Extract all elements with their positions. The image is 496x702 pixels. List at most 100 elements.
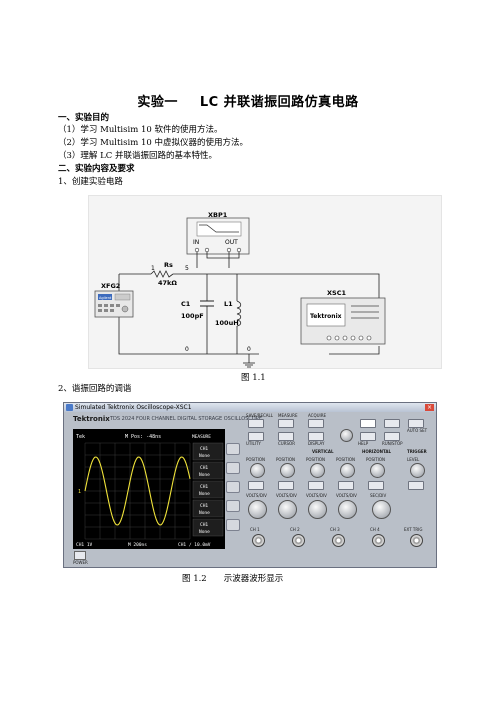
menu-button-2[interactable] — [226, 462, 240, 474]
run-stop-button[interactable] — [384, 419, 400, 428]
ch1-marker: 1 — [78, 489, 81, 495]
bode-in-label: IN — [193, 239, 199, 246]
screen-mpos: M Pos: -48ns — [125, 434, 161, 440]
horiz-menu-button[interactable] — [368, 481, 384, 490]
screen-measure-title: MEASURE — [192, 434, 211, 440]
trigger-section-label: TRIGGER — [407, 449, 427, 454]
ch4-input-connector[interactable] — [372, 534, 385, 547]
capacitor-c1 — [200, 300, 214, 316]
power-label: POWER — [73, 560, 88, 565]
menu-button-3[interactable] — [226, 481, 240, 493]
measure-val: None — [199, 491, 210, 497]
step-tuning: 2、谐振回路的调谐 — [58, 384, 132, 394]
title-subject: LC 并联谐振回路仿真电路 — [199, 95, 359, 110]
screen-tek-label: Tek — [76, 434, 85, 440]
figure-1-2-caption: 图 1.2 示波器波形显示 — [182, 574, 284, 584]
measure-ch: CH1 — [200, 446, 208, 452]
horizontal-position-label: POSITION — [366, 457, 386, 462]
scope-screen: Tek M Pos: -48ns MEASURE 1 CH1 None CH1 … — [73, 429, 225, 549]
ch2-menu-button[interactable] — [278, 481, 294, 490]
screen-timebase: M 200ns — [128, 542, 147, 548]
position-label: POSITION — [276, 457, 296, 462]
c1-name: C1 — [181, 300, 191, 308]
scope-label: XSC1 — [327, 289, 346, 297]
acquire-button[interactable] — [308, 419, 324, 428]
volts-div-label: VOLTS/DIV — [276, 493, 297, 498]
ch1-volts-knob[interactable] — [248, 500, 267, 519]
figure-1-1-caption: 图 1.1 — [241, 373, 266, 383]
ch3-volts-knob[interactable] — [308, 500, 327, 519]
single-seq-button[interactable] — [384, 432, 400, 441]
app-icon — [66, 404, 73, 411]
power-button[interactable] — [74, 551, 86, 560]
ch2-volts-knob[interactable] — [278, 500, 297, 519]
multipurpose-knob[interactable] — [340, 429, 353, 442]
autoset-button[interactable] — [408, 419, 424, 428]
ext-trig-label: EXT TRIG — [404, 527, 423, 532]
help-button[interactable] — [360, 432, 376, 441]
horizontal-position-knob[interactable] — [370, 463, 385, 478]
oscilloscope-symbol: XSC1 Tektronix — [300, 289, 386, 345]
aim-item: （3）理解 LC 并联谐振回路的基本特性。 — [58, 151, 217, 161]
save-recall-button[interactable] — [248, 419, 264, 428]
ground-icon — [243, 362, 255, 368]
ch3-menu-button[interactable] — [308, 481, 324, 490]
ch3-position-knob[interactable] — [310, 463, 325, 478]
rs-name: Rs — [164, 261, 173, 269]
screen-ch1-scale: CH1 1V — [76, 542, 93, 548]
trigger-level-knob[interactable] — [410, 463, 425, 478]
volts-div-label: VOLTS/DIV — [306, 493, 327, 498]
measure-label: MEASURE — [278, 413, 298, 418]
sec-div-knob[interactable] — [372, 500, 391, 519]
control-panel: SAVE/RECALL MEASURE ACQUIRE UTILITY CURS… — [242, 413, 433, 565]
default-setup-button[interactable] — [360, 419, 376, 428]
ch4-menu-button[interactable] — [338, 481, 354, 490]
utility-button[interactable] — [248, 432, 264, 441]
position-label: POSITION — [306, 457, 326, 462]
ch4-position-knob[interactable] — [340, 463, 355, 478]
measure-button[interactable] — [278, 419, 294, 428]
ch4-volts-knob[interactable] — [338, 500, 357, 519]
close-icon[interactable]: × — [425, 404, 434, 411]
measure-val: None — [199, 453, 210, 459]
display-label: DISPLAY — [308, 441, 325, 446]
help-label: HELP — [358, 441, 369, 446]
volts-div-label: VOLTS/DIV — [246, 493, 267, 498]
vertical-section-label: VERTICAL — [312, 449, 334, 454]
ch1-position-knob[interactable] — [250, 463, 265, 478]
fg-brand: Agilent — [99, 296, 112, 300]
volts-div-label: VOLTS/DIV — [336, 493, 357, 498]
scope-brand: Tektronix — [310, 313, 342, 320]
ch1-input-connector[interactable] — [252, 534, 265, 547]
ch4-input-label: CH 4 — [370, 527, 380, 532]
bode-label: XBP1 — [208, 211, 228, 219]
section-heading-content: 二、实验内容及要求 — [58, 164, 135, 174]
horizontal-section-label: HORIZONTAL — [362, 449, 392, 454]
waveform-ch1 — [84, 456, 191, 526]
trig-menu-button[interactable] — [408, 481, 424, 490]
measure-val: None — [199, 510, 210, 516]
screen-trigger: CH1 ∕ 10.0mV — [178, 542, 211, 548]
autoset-label: AUTO SET — [407, 428, 428, 433]
measure-ch: CH1 — [200, 503, 208, 509]
window-titlebar: Simulated Tektronix Oscilloscope-XSC1 × — [64, 403, 436, 412]
ext-trig-connector[interactable] — [410, 534, 423, 547]
ch2-input-connector[interactable] — [292, 534, 305, 547]
measure-ch: CH1 — [200, 484, 208, 490]
node-0-label: 0 — [185, 346, 189, 353]
aim-item: （1）学习 Multisim 10 软件的使用方法。 — [58, 125, 223, 135]
display-button[interactable] — [308, 432, 324, 441]
menu-button-5[interactable] — [226, 519, 240, 531]
bode-plotter: XBP1 IN OUT — [186, 211, 250, 255]
cursor-button[interactable] — [278, 432, 294, 441]
menu-button-1[interactable] — [226, 443, 240, 455]
ch2-input-label: CH 2 — [290, 527, 300, 532]
acquire-label: ACQUIRE — [308, 413, 327, 418]
ch3-input-connector[interactable] — [332, 534, 345, 547]
ch1-menu-button[interactable] — [248, 481, 264, 490]
menu-button-4[interactable] — [226, 500, 240, 512]
measure-ch: CH1 — [200, 465, 208, 471]
ch2-position-knob[interactable] — [280, 463, 295, 478]
l1-value: 100uH — [215, 319, 239, 327]
